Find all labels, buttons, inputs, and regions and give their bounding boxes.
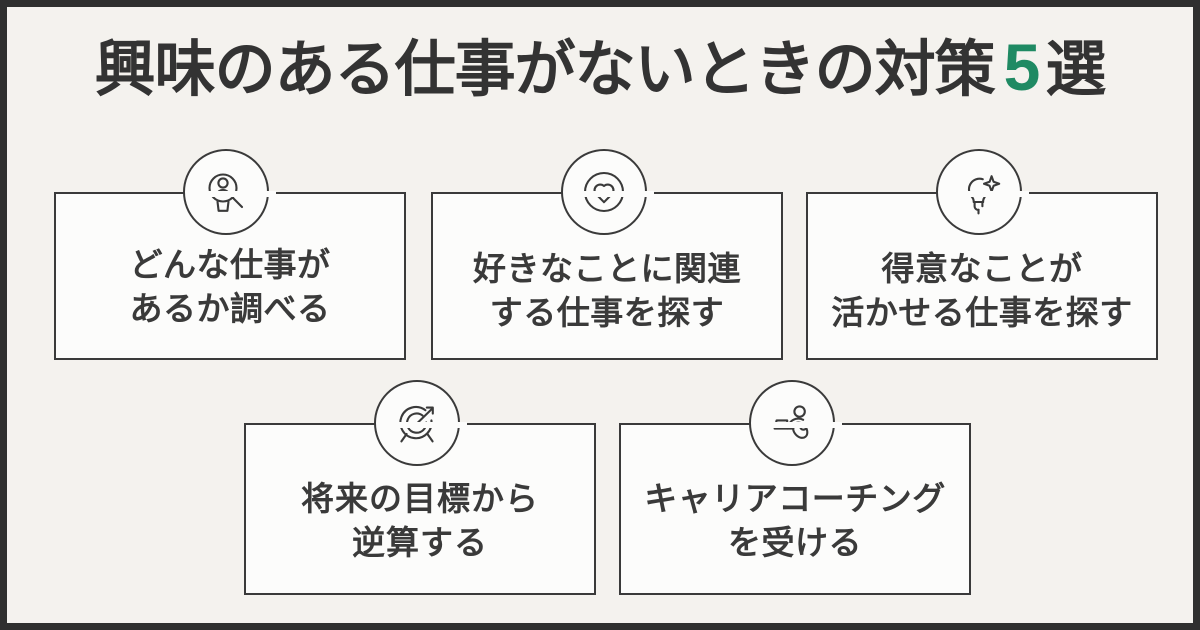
card-5-label: キャリアコーチング を受ける <box>619 477 971 564</box>
card-4-line-2: 逆算する <box>352 523 488 561</box>
card-1-line-1: どんな仕事が <box>129 246 331 283</box>
card-3-notch-mask <box>941 191 1029 197</box>
card-2-label: 好きなことに関連 する仕事を探す <box>431 247 783 334</box>
card-4-label: 将来の目標から 逆算する <box>244 477 596 564</box>
card-2-line-1: 好きなことに関連 <box>473 250 741 287</box>
card-4-notch-mask <box>379 422 467 428</box>
card-3-line-2: 活かせる仕事を探す <box>831 293 1133 331</box>
card-4-line-1: 将来の目標から <box>301 480 539 517</box>
page-title-before: 興味のある仕事がないときの対策 <box>94 35 996 103</box>
lightbulb-sparkle-icon <box>953 166 1005 218</box>
page-title-after: 選 <box>1045 35 1106 103</box>
card-1-notch-mask <box>188 191 276 197</box>
card-2-notch-mask <box>566 191 654 197</box>
card-3-line-1: 得意なことが <box>881 250 1083 287</box>
card-1-line-2: あるか調べる <box>129 289 331 327</box>
card-5-notch-mask <box>754 422 842 428</box>
card-5-line-1: キャリアコーチング <box>644 480 946 517</box>
page-title-number: 5 <box>1003 30 1041 104</box>
card-3-label: 得意なことが 活かせる仕事を探す <box>806 247 1158 334</box>
card-1-label: どんな仕事が あるか調べる <box>54 243 406 330</box>
card-5-line-2: を受ける <box>728 523 862 561</box>
card-2-line-2: する仕事を探す <box>489 293 725 331</box>
